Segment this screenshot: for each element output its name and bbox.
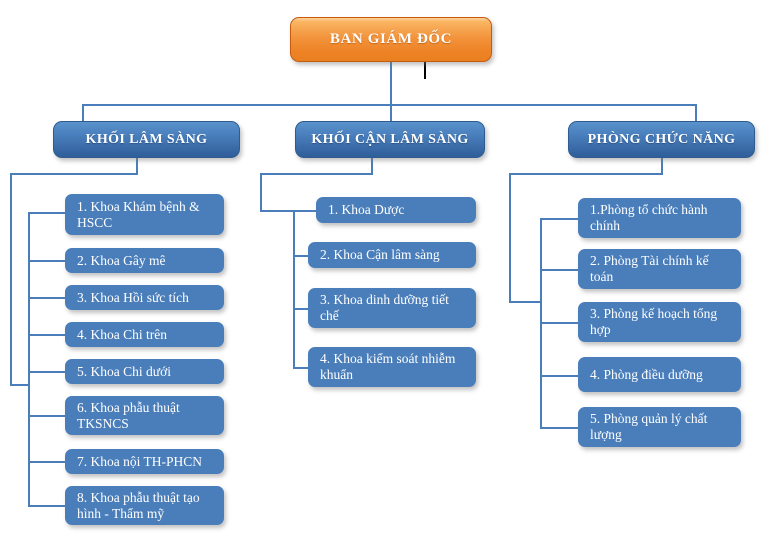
connector-col1-outer-spine [10, 173, 12, 386]
node-label: 1. Khoa Khám bệnh & HSCC [77, 198, 200, 230]
connector-col1-stub-3 [28, 297, 66, 299]
connector-col1-stub-7 [28, 461, 66, 463]
node-label: 3. Khoa dinh dưỡng tiết chế [320, 292, 449, 323]
node-label: 1. Khoa Dược [328, 202, 405, 218]
connector-col2-stub-2 [293, 255, 317, 257]
node-label: 4. Phòng điều dưỡng [590, 366, 703, 382]
node-col1-item-2[interactable]: 2. Khoa Gây mê [65, 248, 224, 273]
node-col3-item-4[interactable]: 4. Phòng điều dưỡng [578, 357, 741, 392]
connector-col1-stub-4 [28, 334, 66, 336]
connector-col2-stub-4 [293, 367, 317, 369]
connector-root-stem [390, 58, 392, 142]
connector-col3-stub-3 [540, 322, 578, 324]
node-col1-item-7[interactable]: 7. Khoa nội TH-PHCN [65, 449, 224, 474]
connector-col2-elbow-bottom [260, 210, 295, 212]
connector-drop-col3 [695, 104, 697, 122]
connector-col3-stub-1 [540, 218, 578, 220]
node-col3-item-3[interactable]: 3. Phòng kế hoạch tổng hợp [578, 302, 741, 342]
connector-col1-headerdrop [136, 157, 138, 175]
connector-col1-inner-spine [28, 212, 30, 506]
node-col1-item-4[interactable]: 4. Khoa Chi trên [65, 322, 224, 347]
connector-col1-stub-6 [28, 415, 66, 417]
node-col3-item-5[interactable]: 5. Phòng quản lý chất lượng [578, 407, 741, 447]
connector-col2-inner-spine [293, 210, 295, 368]
node-col1-item-3[interactable]: 3. Khoa Hồi sức tích [65, 285, 224, 310]
node-col3-item-2[interactable]: 2. Phòng Tài chính kế toán [578, 249, 741, 289]
node-col3-item-1[interactable]: 1.Phòng tổ chức hành chính [578, 198, 741, 238]
connector-root-bar [82, 104, 697, 106]
node-col2-item-4[interactable]: 4. Khoa kiểm soát nhiễm khuẩn [308, 347, 476, 387]
connector-col3-stub-5 [540, 427, 578, 429]
node-label: 7. Khoa nội TH-PHCN [77, 453, 203, 469]
node-label: 3. Phòng kế hoạch tổng hợp [590, 306, 718, 337]
connector-col1-elbow-bottom [10, 384, 30, 386]
node-label: 4. Khoa kiểm soát nhiễm khuẩn [320, 351, 456, 382]
node-phong-chuc-nang[interactable]: PHÒNG CHỨC NĂNG [568, 121, 755, 158]
node-label: 2. Khoa Gây mê [77, 252, 166, 268]
node-label: BAN GIÁM ĐỐC [329, 31, 453, 47]
connector-drop-col1 [82, 104, 84, 122]
node-khoi-can-lam-sang[interactable]: KHỐI CẬN LÂM SÀNG [295, 121, 485, 158]
connector-col2-elbow-top [260, 173, 373, 175]
connector-col2-headerdrop [371, 157, 373, 175]
node-label: 5. Phòng quản lý chất lượng [590, 411, 708, 442]
node-ban-giam-doc[interactable]: BAN GIÁM ĐỐC [290, 17, 492, 62]
node-label: 5. Khoa Chi dưới [77, 363, 171, 379]
connector-col1-stub-1 [28, 212, 66, 214]
connector-col1-elbow-top [10, 173, 138, 175]
node-label: 1.Phòng tổ chức hành chính [590, 202, 708, 233]
node-label: KHỐI LÂM SÀNG [85, 131, 208, 147]
connector-col3-stub-4 [540, 375, 578, 377]
node-label: PHÒNG CHỨC NĂNG [587, 131, 736, 147]
node-col1-item-5[interactable]: 5. Khoa Chi dưới [65, 359, 224, 384]
connector-col2-stub-1 [293, 210, 317, 212]
connector-col1-stub-8 [28, 505, 66, 507]
node-col1-item-1[interactable]: 1. Khoa Khám bệnh & HSCC [65, 194, 224, 235]
text-cursor-artifact [424, 62, 426, 79]
node-khoi-lam-sang[interactable]: KHỐI LÂM SÀNG [53, 121, 240, 158]
connector-col2-outer-spine [260, 173, 262, 212]
node-label: 4. Khoa Chi trên [77, 326, 167, 342]
connector-col1-stub-2 [28, 260, 66, 262]
node-label: 2. Phòng Tài chính kế toán [590, 253, 709, 284]
node-col1-item-8[interactable]: 8. Khoa phẫu thuật tạo hình - Thẩm mỹ [65, 486, 224, 525]
node-label: KHỐI CẬN LÂM SÀNG [311, 131, 469, 147]
node-label: 2. Khoa Cận lâm sàng [320, 247, 440, 263]
connector-col2-stub-3 [293, 308, 317, 310]
node-col2-item-3[interactable]: 3. Khoa dinh dưỡng tiết chế [308, 288, 476, 328]
connector-col3-elbow-top [509, 173, 663, 175]
node-col1-item-6[interactable]: 6. Khoa phẫu thuật TKSNCS [65, 396, 224, 435]
node-label: 8. Khoa phẫu thuật tạo hình - Thẩm mỹ [77, 489, 200, 521]
node-col2-item-1[interactable]: 1. Khoa Dược [316, 197, 476, 223]
connector-col1-stub-5 [28, 371, 66, 373]
connector-col3-headerdrop [661, 157, 663, 175]
connector-col3-elbow-bottom [509, 301, 542, 303]
connector-col3-stub-2 [540, 269, 578, 271]
node-label: 3. Khoa Hồi sức tích [77, 289, 189, 305]
node-col2-item-2[interactable]: 2. Khoa Cận lâm sàng [308, 242, 476, 268]
node-label: 6. Khoa phẫu thuật TKSNCS [77, 399, 180, 431]
connector-col3-outer-spine [509, 173, 511, 303]
